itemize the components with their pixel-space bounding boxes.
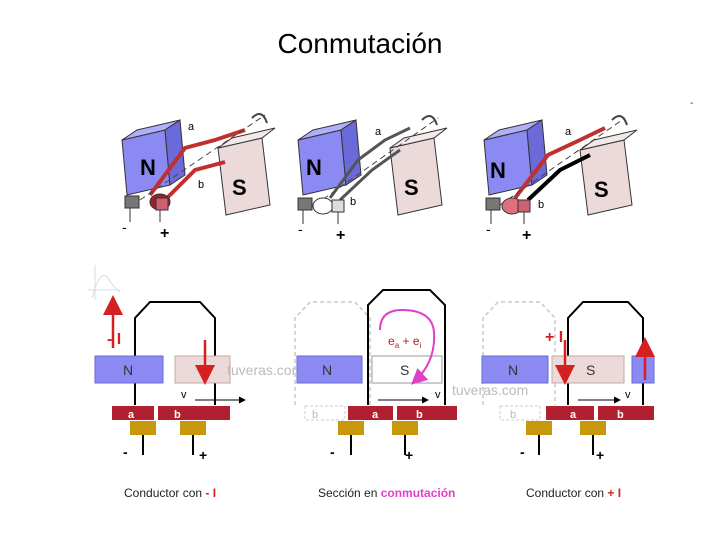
- svg-text:+: +: [199, 447, 207, 463]
- svg-text:a: a: [372, 409, 379, 421]
- svg-text:v: v: [435, 389, 441, 401]
- brush-left-2: [338, 421, 364, 435]
- svg-text:+: +: [336, 227, 345, 244]
- svg-text:+: +: [596, 447, 604, 463]
- svg-text:a: a: [188, 121, 195, 133]
- svg-text:b: b: [350, 196, 356, 208]
- south-label-2: S: [400, 362, 409, 378]
- segment-ghost-2: [305, 406, 345, 420]
- current-label-1: - I: [107, 331, 121, 348]
- bottom-panel-1: N - I v a b - +: [95, 300, 245, 463]
- svg-text:b: b: [617, 409, 624, 421]
- svg-text:-: -: [520, 444, 525, 460]
- coil-3: [568, 302, 643, 405]
- north-label-top-1: N: [140, 155, 156, 180]
- emf-label: ea + ei: [388, 334, 422, 350]
- svg-text:+: +: [405, 447, 413, 463]
- brush-right-1: [180, 421, 206, 435]
- segment-b-2: [397, 406, 457, 420]
- faded-logo: [88, 265, 120, 300]
- svg-text:b: b: [312, 409, 318, 421]
- segment-b-1: [158, 406, 230, 420]
- caption-3: Conductor con + I: [526, 486, 621, 500]
- svg-text:-: -: [330, 444, 335, 460]
- top-panel-2: N S a b - +: [298, 116, 447, 244]
- caption-2: Sección en conmutación: [318, 486, 455, 500]
- north-label-2: N: [322, 362, 332, 378]
- svg-text:b: b: [198, 179, 204, 191]
- svg-text:v: v: [625, 389, 631, 401]
- svg-text:a: a: [128, 409, 135, 421]
- brush-left-3: [526, 421, 552, 435]
- bottom-panel-3: N S + I v b a b - +: [482, 302, 654, 463]
- brush-right-3: [580, 421, 606, 435]
- watermark-1: tuveras.com: [227, 362, 303, 378]
- caption-1: Conductor con - I: [124, 486, 216, 500]
- svg-text:-: -: [123, 444, 128, 460]
- bottom-panel-2: N S ea + ei v b a b - +: [295, 290, 457, 463]
- south-label-3: S: [586, 362, 595, 378]
- south-label-top-3: S: [594, 177, 609, 202]
- brush-right-2: [392, 421, 418, 435]
- svg-text:-: -: [298, 221, 303, 237]
- top-panel-1: N S a b - +: [122, 114, 275, 242]
- segment-b-3: [598, 406, 654, 420]
- north-label-1: N: [123, 362, 133, 378]
- watermark-2: tuveras.com: [452, 382, 528, 398]
- segment-a-2: [348, 406, 393, 420]
- svg-text:a: a: [565, 126, 572, 138]
- south-label-top-1: S: [232, 175, 247, 200]
- top-panel-3: N S a b - +: [484, 116, 637, 244]
- svg-text:b: b: [538, 199, 544, 211]
- coil-1: [135, 302, 215, 405]
- svg-text:a: a: [570, 409, 577, 421]
- svg-text:b: b: [510, 409, 516, 421]
- current-label-3: + I: [545, 329, 563, 346]
- brush-left-1: [130, 421, 156, 435]
- north-label-top-3: N: [490, 158, 506, 183]
- north-label-3: N: [508, 362, 518, 378]
- svg-text:b: b: [174, 409, 181, 421]
- svg-text:a: a: [375, 126, 382, 138]
- svg-text:v: v: [181, 389, 187, 401]
- south-label-top-2: S: [404, 175, 419, 200]
- svg-text:b: b: [416, 409, 423, 421]
- svg-text:+: +: [160, 225, 169, 242]
- north-label-top-2: N: [306, 155, 322, 180]
- svg-text:+: +: [522, 227, 531, 244]
- svg-text:-: -: [122, 219, 127, 235]
- south-pole-1: [175, 356, 230, 383]
- svg-text:-: -: [486, 221, 491, 237]
- segment-ghost-3: [500, 406, 540, 420]
